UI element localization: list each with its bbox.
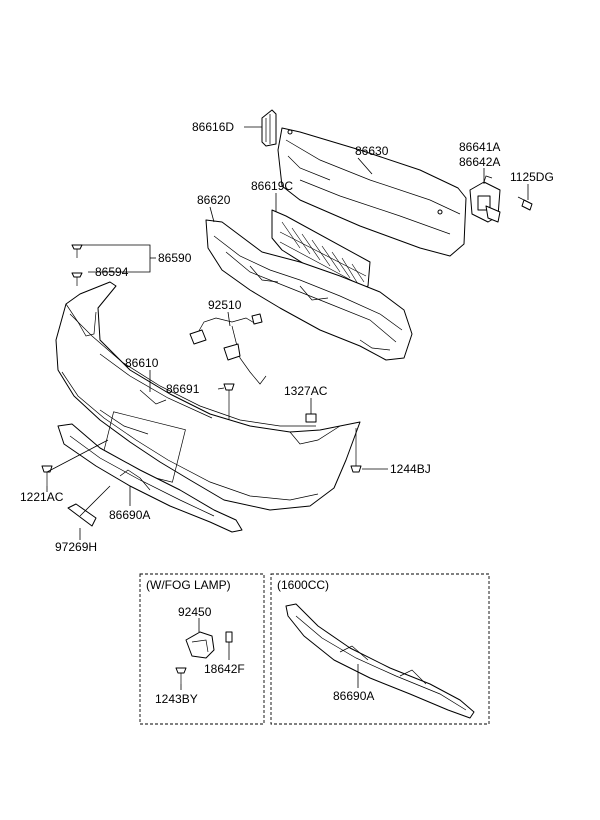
fog-lamp-box-title: (W/FOG LAMP)	[146, 578, 231, 592]
fog-lamp-option-box: (W/FOG LAMP) 92450 18642F 1243BY	[139, 573, 265, 725]
label-86690A-1600cc: 86690A	[333, 689, 374, 703]
label-1244BJ: 1244BJ	[390, 462, 431, 476]
label-86594: 86594	[95, 265, 129, 279]
label-1125DG: 1125DG	[510, 170, 554, 184]
label-92510: 92510	[208, 298, 242, 312]
part-1327AC-nut	[305, 413, 317, 423]
part-86610-bumper-cover	[55, 281, 361, 511]
part-1125DG-bolt	[517, 196, 533, 211]
part-1221AC-screw	[41, 465, 53, 486]
label-97269H: 97269H	[55, 540, 97, 554]
label-92450: 92450	[178, 605, 212, 619]
label-86642A: 86642A	[459, 155, 500, 169]
label-1243BY: 1243BY	[155, 692, 198, 706]
label-86619C: 86619C	[251, 179, 293, 193]
part-97269H-reflector	[67, 503, 97, 527]
part-18642F-bulb	[225, 631, 233, 643]
label-86610: 86610	[125, 356, 159, 370]
part-92450-fog-lamp	[185, 631, 215, 659]
cc1600-option-box: (1600CC) 86690A	[270, 573, 490, 725]
part-92510-wiring	[189, 313, 267, 385]
part-86691-bolt	[223, 383, 235, 420]
part-86590-clip	[71, 244, 83, 286]
part-86690A-1600cc-moulding	[285, 603, 475, 719]
part-86616D-bracket	[261, 109, 277, 147]
label-86590: 86590	[158, 251, 192, 265]
label-86616D: 86616D	[192, 120, 234, 134]
label-86690A: 86690A	[109, 508, 150, 522]
part-86690A-lower-moulding	[57, 423, 243, 533]
label-1327AC: 1327AC	[284, 384, 328, 398]
part-1244BJ-screw	[350, 428, 362, 473]
leader-lines	[46, 126, 529, 540]
part-86630-impact-beam	[277, 127, 467, 257]
label-86630: 86630	[355, 144, 389, 158]
part-86620-lower-absorber	[205, 219, 413, 361]
part-labels: 86616D 86630 86641A 86642A 1125DG 86619C…	[20, 120, 554, 554]
label-1221AC: 1221AC	[20, 490, 64, 504]
label-86620: 86620	[197, 193, 231, 207]
label-18642F: 18642F	[204, 662, 245, 676]
cc1600-box-title: (1600CC)	[277, 578, 329, 592]
part-1243BY-screw	[175, 667, 187, 684]
label-86691: 86691	[166, 382, 200, 396]
label-86641A: 86641A	[459, 140, 500, 154]
part-86641A-side-bracket	[469, 175, 501, 223]
